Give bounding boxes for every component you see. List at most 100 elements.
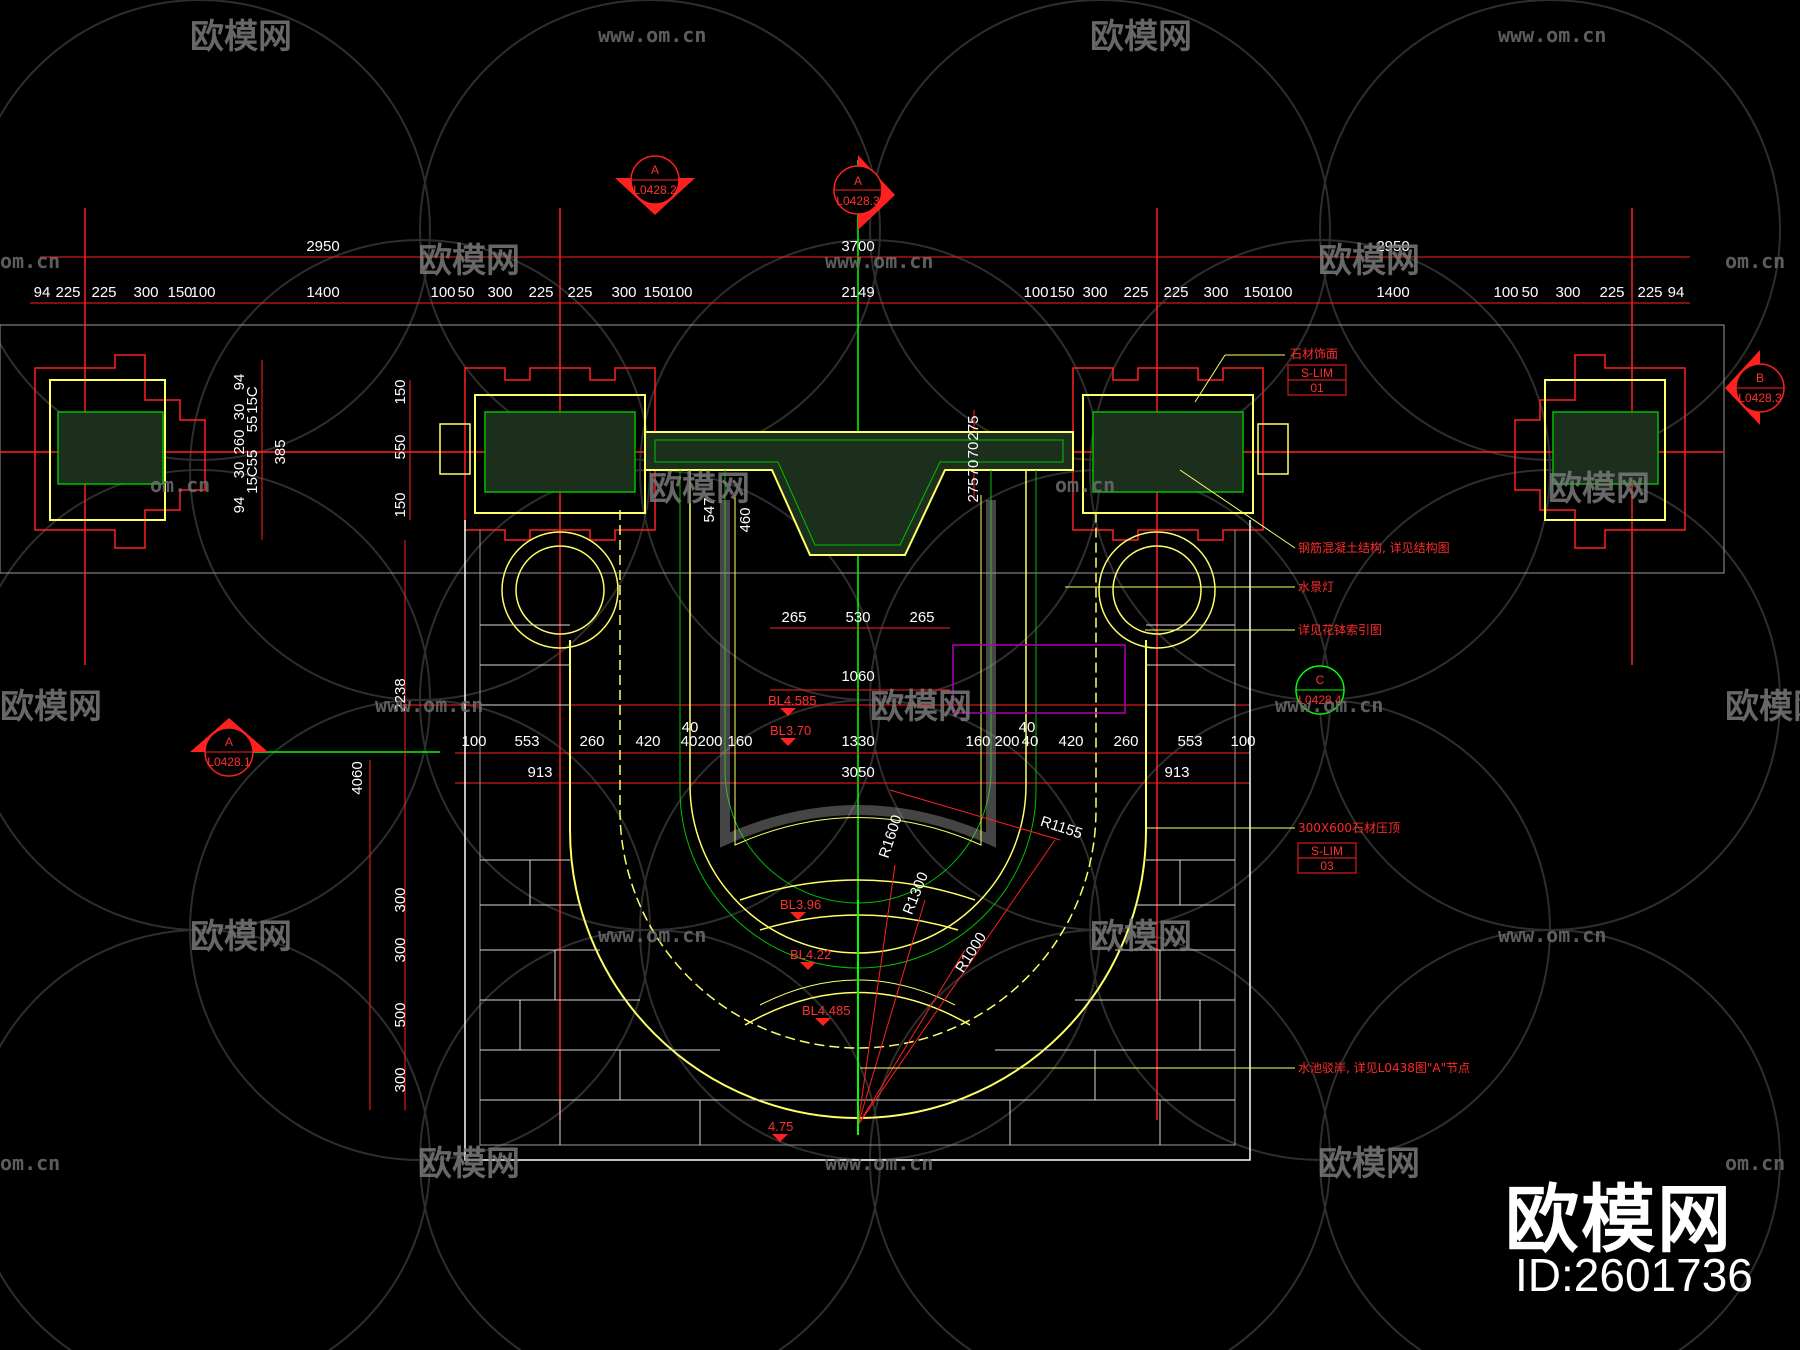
dim-text: 2149: [841, 284, 874, 301]
svg-text:om.cn: om.cn: [1725, 249, 1785, 273]
central-wall: [644, 431, 1074, 556]
dim-text: 300: [1203, 284, 1228, 301]
dim-text: 300: [392, 937, 409, 962]
dim-text: 550: [392, 434, 409, 459]
dim-text: 300: [1555, 284, 1580, 301]
note-light: 水景灯: [1298, 580, 1334, 594]
watermarks: 欧模网 www.om.cn 欧模网 www.om.cn om.cn 欧模网 ww…: [0, 17, 1800, 1184]
dim-text: 100: [461, 733, 486, 750]
dim-text: 460: [737, 507, 754, 532]
dim-text: 260: [1113, 733, 1138, 750]
pillar-left: [439, 367, 656, 541]
dim-text: 200: [697, 733, 722, 750]
svg-text:欧模网: 欧模网: [190, 17, 292, 57]
dim-text: 225: [528, 284, 553, 301]
level-label: BL4.585: [768, 693, 816, 708]
section-ref: L0428.3: [836, 194, 880, 208]
dim-text: 70: [965, 442, 982, 459]
dim-text: 55: [244, 416, 261, 433]
section-letter: B: [1756, 371, 1764, 385]
dim-text: 100: [1493, 284, 1518, 301]
dim-text: 225: [567, 284, 592, 301]
dim-text: 50: [1522, 284, 1539, 301]
dim-text: 300: [611, 284, 636, 301]
dim-text: 150: [1243, 284, 1268, 301]
section-ref: L0428.4: [1298, 693, 1342, 707]
dim-text: 15C: [244, 386, 261, 414]
dim-text: 40: [1022, 733, 1039, 750]
section-letter: A: [854, 174, 862, 188]
dim-text: 500: [392, 1002, 409, 1027]
pillar-right-far: [1514, 354, 1686, 549]
dim-text: 15C: [244, 466, 261, 494]
note-pave: 300X600石材压顶: [1298, 821, 1400, 835]
dim-text: 40: [682, 719, 699, 736]
dim-text: 225: [1637, 284, 1662, 301]
note-planter: 详见花钵索引图: [1298, 622, 1382, 637]
dim-text: 225: [1599, 284, 1624, 301]
dim-text: 94: [1668, 284, 1685, 301]
dim-text: 300: [392, 1067, 409, 1092]
svg-text:www.om.cn: www.om.cn: [1275, 693, 1383, 717]
dim-text: 160: [727, 733, 752, 750]
note-stone: 石材饰面: [1290, 347, 1338, 361]
svg-text:om.cn: om.cn: [1725, 1151, 1785, 1175]
dim-text: 547: [701, 497, 718, 522]
dim-text: 225: [91, 284, 116, 301]
pillar-right: [1072, 367, 1289, 541]
dim-text: 553: [1177, 733, 1202, 750]
planter-circles: [501, 531, 1216, 649]
svg-text:欧模网: 欧模网: [418, 1144, 520, 1184]
svg-text:om.cn: om.cn: [0, 249, 60, 273]
svg-text:www.om.cn: www.om.cn: [1498, 923, 1606, 947]
dim-text: 420: [1058, 733, 1083, 750]
code-num: 03: [1320, 859, 1334, 873]
dim-text: 260: [579, 733, 604, 750]
dim-text: 4060: [349, 761, 366, 794]
dim-text: 913: [527, 764, 552, 781]
dim-text: 1060: [841, 668, 874, 685]
dim-text: 70: [965, 460, 982, 477]
section-mark-a-top: A L0428.2: [615, 155, 695, 215]
radius-label: R1155: [1038, 813, 1084, 842]
svg-text:www.om.cn: www.om.cn: [1498, 23, 1606, 47]
dim-text: 100: [1230, 733, 1255, 750]
svg-text:欧模网: 欧模网: [870, 687, 972, 727]
dim-text: 3050: [841, 764, 874, 781]
dim-text: 40: [681, 733, 698, 750]
radius-label: R1300: [900, 870, 932, 917]
leader-lines: [860, 354, 1296, 1069]
grid-axes: [0, 208, 1724, 1120]
dim-text: 385: [272, 439, 289, 464]
svg-text:欧模网: 欧模网: [0, 687, 102, 727]
level-label: BL3.96: [780, 897, 821, 912]
radius-lines: [857, 789, 1061, 1126]
dim-text: 913: [1164, 764, 1189, 781]
pillar-left-far: [34, 354, 206, 549]
dim-text: 30: [231, 404, 248, 421]
radius-label: R1600: [876, 813, 906, 860]
dim-text: 150: [167, 284, 192, 301]
level-markers: [772, 708, 831, 1142]
section-mark-c: C L0428.4: [1295, 665, 1345, 715]
dim-text: 265: [909, 609, 934, 626]
dim-text: 150: [392, 492, 409, 517]
section-letter: A: [225, 735, 233, 749]
dim-text: 530: [845, 609, 870, 626]
dim-text: 300: [487, 284, 512, 301]
dim-text: 275: [965, 477, 982, 502]
note-water: 水池驳岸, 详见L0438图"A"节点: [1298, 1060, 1470, 1075]
brand-logo-text: 欧模网: [1505, 1177, 1733, 1263]
section-ref: L0428.2: [633, 183, 677, 197]
section-mark-a-left: A L0428.1: [190, 718, 268, 777]
svg-text:www.om.cn: www.om.cn: [598, 23, 706, 47]
dim-text: 2950: [306, 238, 339, 255]
svg-text:www.om.cn: www.om.cn: [375, 693, 483, 717]
dim-text: 275: [965, 415, 982, 440]
level-label: BL4.22: [790, 947, 831, 962]
section-letter: C: [1316, 673, 1325, 687]
